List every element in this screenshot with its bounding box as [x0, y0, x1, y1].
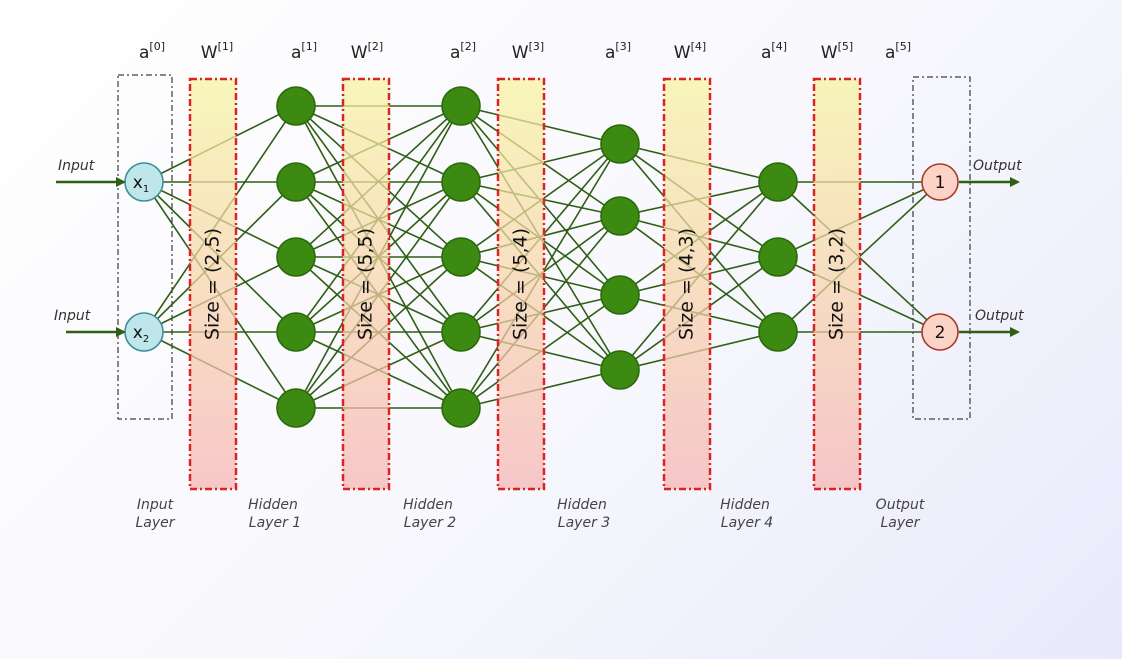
layer-caption-3-1: Hidden: [557, 497, 607, 513]
layer-headers: a[0] W[1] a[1] W[2] a[2] W[3] a[3] W[4] a[4] W[5]…: [139, 40, 911, 63]
hidden-neuron-3-4: [600, 350, 640, 390]
weight-header-3: W[3]: [512, 40, 544, 63]
output-neuron-5-2: [921, 313, 959, 351]
layer-caption-2-1: Hidden: [403, 497, 453, 513]
hidden-neuron-1-3: [276, 237, 316, 277]
weight-matrix-5: [812, 77, 862, 491]
output-neuron-5-1: [921, 163, 959, 201]
layer-caption-0-1: Input: [137, 497, 174, 513]
input-label-1: Input: [58, 158, 95, 174]
hidden-neuron-2-4: [441, 312, 481, 352]
input-neuron-0-2: [124, 312, 164, 352]
layer-caption-5-2: Layer: [880, 515, 920, 531]
weight-header-2: W[2]: [351, 40, 383, 63]
weight-matrices: Size = (2,5) Size = (5,5) Size = (5,4) Size…: [188, 77, 862, 491]
weight-size-label-2: Size = (5,5): [355, 228, 377, 340]
weight-size-label-5: Size = (3,2): [826, 228, 848, 340]
layer-caption-2-2: Layer 2: [404, 515, 456, 531]
hidden-neuron-4-3: [758, 312, 798, 352]
hidden-neuron-4-2: [758, 237, 798, 277]
hidden-neuron-4-1: [758, 162, 798, 202]
weight-size-label-4: Size = (4,3): [676, 228, 698, 340]
layer-caption-1-2: Layer 1: [249, 515, 301, 531]
weight-matrix-1: [188, 77, 238, 491]
hidden-neuron-1-2: [276, 162, 316, 202]
activation-header-2: a[2]: [450, 40, 476, 63]
hidden-neuron-2-3: [441, 237, 481, 277]
weight-matrix-4: [662, 77, 712, 491]
hidden-neuron-3-2: [600, 196, 640, 236]
weight-header-4: W[4]: [674, 40, 706, 63]
hidden-neuron-2-2: [441, 162, 481, 202]
layer-caption-0-2: Layer: [135, 515, 175, 531]
weight-size-label-3: Size = (5,4): [510, 228, 532, 340]
hidden-neuron-1-5: [276, 388, 316, 428]
weight-matrix-2: [341, 77, 391, 491]
output-label-1: Output: [973, 158, 1022, 174]
layer-caption-3-2: Layer 3: [558, 515, 610, 531]
neuron-label-5-2: 2: [935, 323, 946, 343]
layer-caption-5-1: Output: [876, 497, 925, 513]
hidden-neuron-2-5: [441, 388, 481, 428]
hidden-neuron-3-1: [600, 124, 640, 164]
layer-caption-4-2: Layer 4: [721, 515, 773, 531]
output-layer-frame: [912, 76, 971, 420]
activation-header-1: a[1]: [291, 40, 317, 63]
input-label-2: Input: [54, 308, 91, 324]
activation-header-4: a[4]: [761, 40, 787, 63]
input-layer-frame: [117, 74, 173, 420]
weight-header-1: W[1]: [201, 40, 233, 63]
layer-caption-1-1: Hidden: [248, 497, 298, 513]
output-label-2: Output: [975, 308, 1024, 324]
weight-header-5: W[5]: [821, 40, 853, 63]
hidden-neuron-2-1: [441, 86, 481, 126]
layer-caption-4-1: Hidden: [720, 497, 770, 513]
neuron-label-5-1: 1: [935, 173, 946, 193]
activation-header-3: a[3]: [605, 40, 631, 63]
activation-header-5: a[5]: [885, 40, 911, 63]
hidden-neuron-3-3: [600, 275, 640, 315]
hidden-neuron-1-1: [276, 86, 316, 126]
input-neuron-0-1: [124, 162, 164, 202]
weight-size-label-1: Size = (2,5): [202, 228, 224, 340]
activation-header-0: a[0]: [139, 40, 165, 63]
hidden-neuron-1-4: [276, 312, 316, 352]
weight-matrix-3: [496, 77, 546, 491]
